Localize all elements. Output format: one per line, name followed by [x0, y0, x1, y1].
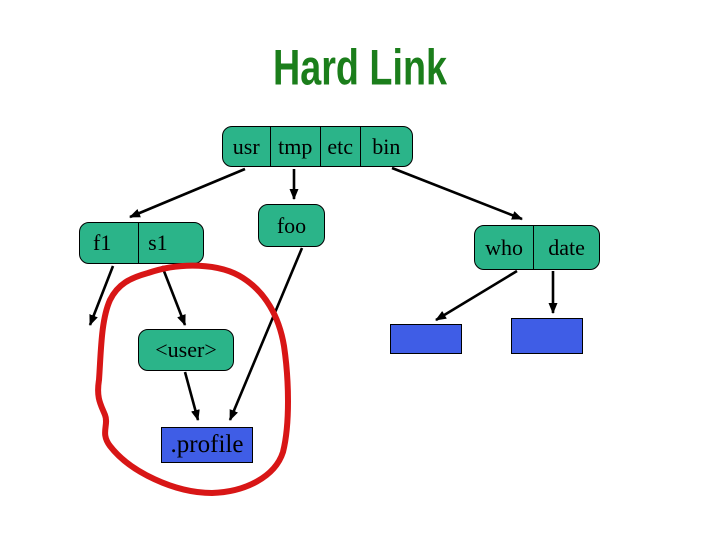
- inode-box-who: [390, 324, 462, 354]
- cell-bin: bin: [359, 127, 412, 166]
- arrow-f1-down: [88, 265, 115, 326]
- arrow-who-to-inode: [435, 269, 518, 322]
- cell-tmp: tmp: [269, 127, 320, 166]
- user-directory-box: <user>: [138, 329, 234, 371]
- arrow-foo-to-profile: [228, 247, 304, 421]
- arrow-user-to-profile: [183, 371, 200, 421]
- slide-title: Hard Link: [273, 38, 447, 96]
- foo-directory-box: foo: [258, 204, 325, 247]
- left-directory-box: f1 s1: [79, 222, 204, 264]
- cell-f1: f1: [93, 230, 112, 255]
- user-label: <user>: [155, 337, 217, 362]
- cell-date: date: [533, 226, 599, 269]
- inode-box-date: [511, 318, 583, 354]
- cell-etc: etc: [319, 127, 360, 166]
- arrow-root-to-right-directory: [391, 166, 523, 221]
- arrow-root-to-left-directory: [129, 167, 246, 219]
- root-directory-box: usr tmp etc bin: [222, 126, 413, 167]
- right-directory-box: who date: [474, 225, 600, 270]
- cell-usr: usr: [232, 133, 260, 159]
- foo-label: foo: [276, 212, 307, 238]
- cell-who: who: [485, 234, 523, 260]
- profile-file-box: .profile: [161, 427, 253, 463]
- arrow-s1-to-user: [160, 265, 187, 326]
- cell-s1: s1: [138, 223, 203, 263]
- profile-label: .profile: [170, 431, 244, 458]
